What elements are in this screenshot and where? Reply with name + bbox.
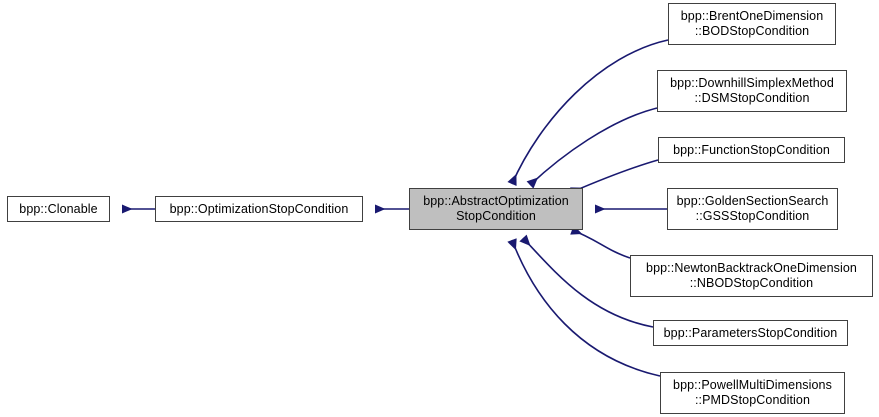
node-clonable[interactable]: bpp::Clonable <box>7 196 110 222</box>
node-brent-one-dimension[interactable]: bpp::BrentOneDimension ::BODStopConditio… <box>668 3 836 45</box>
node-parameters-stop-condition-label: bpp::ParametersStopCondition <box>663 325 838 340</box>
node-brent-one-dimension-label: bpp::BrentOneDimension ::BODStopConditio… <box>680 9 824 38</box>
node-abstract-optimization-stop-condition[interactable]: bpp::AbstractOptimization StopCondition <box>409 188 583 230</box>
edge-brent <box>507 39 669 187</box>
node-parameters-stop-condition[interactable]: bpp::ParametersStopCondition <box>653 320 848 346</box>
node-abstract-optimization-stop-condition-label: bpp::AbstractOptimization StopCondition <box>423 194 569 223</box>
node-downhill-simplex-method-label: bpp::DownhillSimplexMethod ::DSMStopCond… <box>670 76 834 105</box>
node-newton-backtrack-one-dimension[interactable]: bpp::NewtonBacktrackOneDimension ::NBODS… <box>630 255 873 297</box>
node-optimization-stop-condition[interactable]: bpp::OptimizationStopCondition <box>155 196 363 222</box>
node-golden-section-search-label: bpp::GoldenSectionSearch ::GSSStopCondit… <box>676 194 829 223</box>
node-function-stop-condition[interactable]: bpp::FunctionStopCondition <box>658 137 845 163</box>
node-powell-multi-dimensions[interactable]: bpp::PowellMultiDimensions ::PMDStopCond… <box>660 372 845 414</box>
node-powell-multi-dimensions-label: bpp::PowellMultiDimensions ::PMDStopCond… <box>673 378 832 407</box>
node-optimization-stop-condition-label: bpp::OptimizationStopCondition <box>169 201 349 216</box>
node-downhill-simplex-method[interactable]: bpp::DownhillSimplexMethod ::DSMStopCond… <box>657 70 847 112</box>
node-function-stop-condition-label: bpp::FunctionStopCondition <box>673 142 830 157</box>
edge-function <box>570 159 659 197</box>
edge-downhill <box>526 107 658 189</box>
node-newton-backtrack-one-dimension-label: bpp::NewtonBacktrackOneDimension ::NBODS… <box>646 261 857 290</box>
node-clonable-label: bpp::Clonable <box>19 201 98 216</box>
edge-newton <box>570 225 631 259</box>
node-golden-section-search[interactable]: bpp::GoldenSectionSearch ::GSSStopCondit… <box>667 188 838 230</box>
